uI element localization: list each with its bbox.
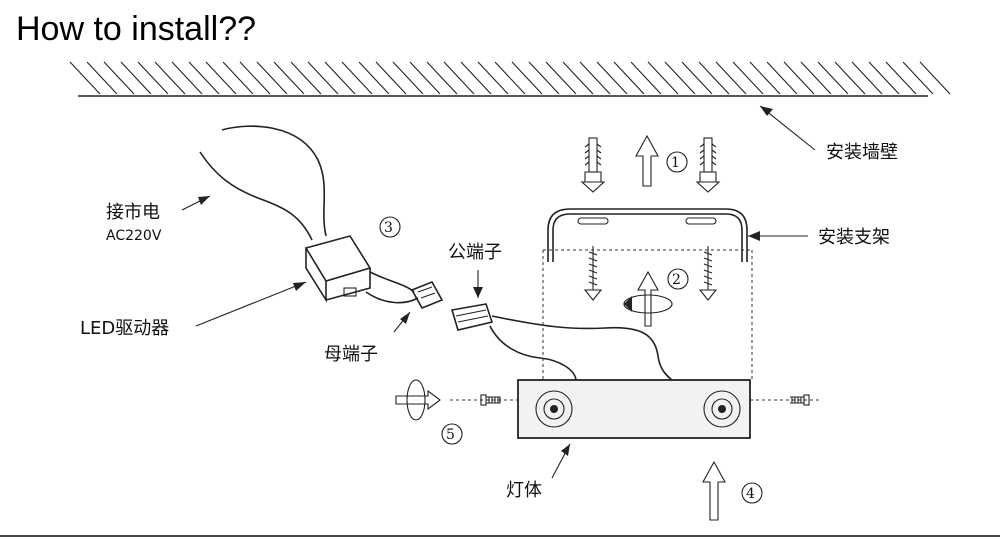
hatch-line [681, 61, 713, 95]
mains-label: 接市电 [106, 202, 160, 223]
wall-callout: 安装墙壁 [759, 105, 898, 163]
male-terminal [450, 303, 494, 331]
hatch-line [528, 61, 560, 95]
hatch-line [511, 61, 543, 95]
female-terminal-callout: 母端子 [324, 311, 411, 365]
hatch-line [409, 61, 441, 95]
hatch-line [375, 61, 407, 95]
hatch-line [69, 61, 101, 95]
hatch-line [817, 61, 849, 95]
screw-icon [790, 394, 810, 406]
screw-icon [698, 246, 718, 301]
svg-text:3: 3 [384, 220, 393, 236]
hatch-line [324, 61, 356, 95]
female-terminal-label: 母端子 [324, 344, 378, 365]
male-terminal-label: 公端子 [448, 242, 502, 263]
driver-label: LED驱动器 [80, 318, 169, 339]
screw-icon [480, 394, 501, 406]
step-5-marker: 5 [441, 423, 463, 445]
step-1-marker: 1 [666, 151, 688, 173]
hatch-line [256, 61, 288, 95]
hatch-line [273, 61, 305, 95]
bracket-label: 安装支架 [818, 227, 890, 248]
driver-output-wire [365, 271, 419, 304]
lamp-body [517, 379, 751, 439]
hatch-line [545, 61, 577, 95]
svg-text:1: 1 [671, 155, 680, 171]
hatch-line [562, 61, 594, 95]
hatch-line [205, 61, 237, 95]
bracket-callout: 安装支架 [748, 227, 890, 248]
driver-callout: LED驱动器 [80, 281, 307, 339]
hatch-line [902, 61, 934, 95]
hatch-line [579, 61, 611, 95]
svg-text:2: 2 [672, 272, 681, 288]
rotate-arrow-icon [623, 270, 673, 327]
hatch-line [647, 61, 679, 95]
hatch-line [851, 61, 883, 95]
hatch-line [341, 61, 373, 95]
diagram-title: How to install?? [16, 10, 256, 48]
hatch-line [188, 61, 220, 95]
step-2-marker: 2 [667, 268, 689, 290]
hatch-line [460, 61, 492, 95]
hatch-line [766, 61, 798, 95]
hatch-line [307, 61, 339, 95]
hatch-line [426, 61, 458, 95]
hatch-line [596, 61, 628, 95]
mains-wire [199, 125, 327, 241]
step-4-marker: 4 [741, 482, 763, 504]
hatch-line [613, 61, 645, 95]
hatch-line [732, 61, 764, 95]
hatch-line [868, 61, 900, 95]
hatch-line [290, 61, 322, 95]
hatch-line [154, 61, 186, 95]
mains-callout: 接市电 AC220V [106, 195, 211, 244]
hatch-line [919, 61, 951, 95]
hatch-line [103, 61, 135, 95]
ceiling-wall [69, 61, 951, 97]
hatch-line [86, 61, 118, 95]
up-arrow-icon [635, 134, 659, 187]
hatch-line [443, 61, 475, 95]
hatch-line [800, 61, 832, 95]
screw-icon [583, 246, 603, 301]
hatch-line [171, 61, 203, 95]
mounting-bracket [547, 208, 748, 262]
lamp-body-callout: 灯体 [506, 443, 571, 501]
hatch-line [222, 61, 254, 95]
hatch-line [137, 61, 169, 95]
hatch-line [749, 61, 781, 95]
mains-voltage: AC220V [106, 228, 162, 244]
hatch-line [477, 61, 509, 95]
up-arrow-icon [702, 460, 726, 521]
led-driver [304, 235, 372, 303]
svg-text:4: 4 [746, 486, 755, 502]
step-3-marker: 3 [379, 216, 401, 238]
hatch-line [630, 61, 662, 95]
hatch-line [239, 61, 271, 95]
lamp-wire [489, 315, 673, 381]
lamp-body-label: 灯体 [506, 480, 542, 501]
hatch-line [834, 61, 866, 95]
hatch-line [783, 61, 815, 95]
rotate-arrow-icon [395, 379, 441, 421]
wall-anchor-icon [695, 137, 721, 193]
alignment-guides [450, 249, 820, 401]
hatch-line [664, 61, 696, 95]
hatch-line [715, 61, 747, 95]
wall-anchor-icon [580, 137, 606, 193]
wall-label: 安装墙壁 [826, 142, 898, 163]
female-terminal [410, 280, 444, 310]
hatch-line [698, 61, 730, 95]
hatch-line [392, 61, 424, 95]
hatch-line [494, 61, 526, 95]
male-terminal-callout: 公端子 [448, 242, 502, 298]
hatch-line [885, 61, 917, 95]
hatch-line [358, 61, 390, 95]
hatch-line [120, 61, 152, 95]
svg-text:5: 5 [446, 427, 455, 443]
